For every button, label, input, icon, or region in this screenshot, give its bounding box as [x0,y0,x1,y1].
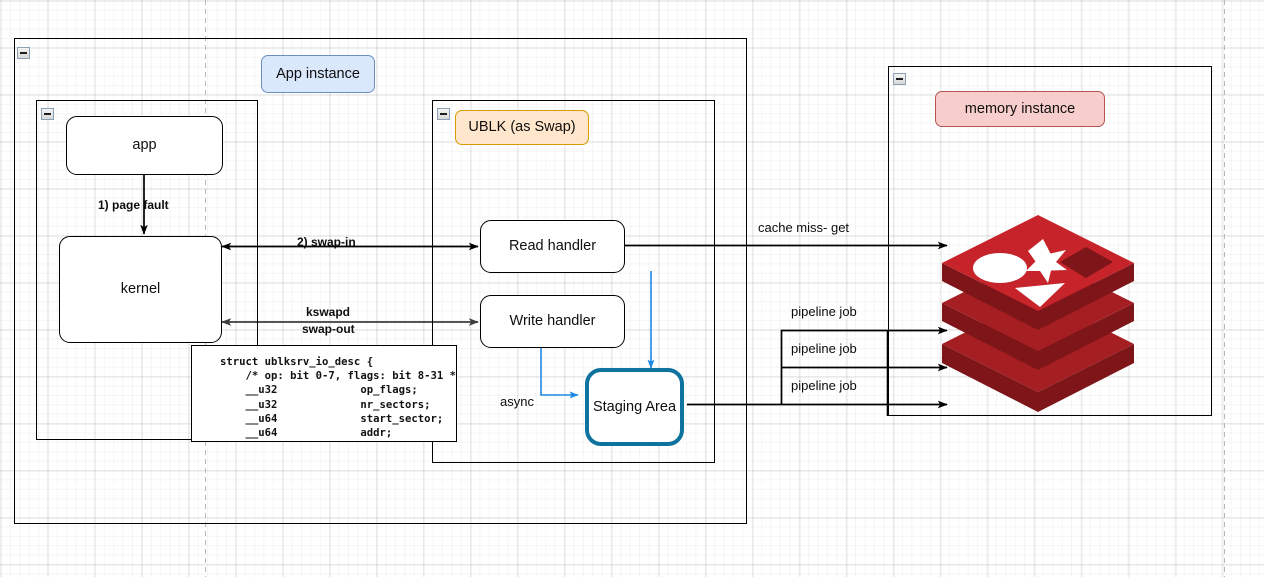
edge-label-pipeline-job-2: pipeline job [791,341,857,356]
edge-label-pipeline-job-1: pipeline job [791,304,857,319]
ublk-container[interactable] [432,100,715,463]
node-write-handler[interactable]: Write handler [480,295,625,348]
edge-label-page-fault: 1) page fault [98,198,169,212]
edge-label-swap-in: 2) swap-in [297,235,356,249]
app-instance-label[interactable]: App instance [261,55,375,93]
app-kernel-container[interactable] [36,100,258,440]
node-app[interactable]: app [66,116,223,175]
collapse-icon-app-instance[interactable] [17,47,30,59]
collapse-icon-app-kernel[interactable] [41,108,54,120]
edge-label-cache-miss-get: cache miss- get [758,220,850,235]
edge-label-swap-out: swap-out [302,322,355,336]
ublk-label[interactable]: UBLK (as Swap) [455,110,589,145]
memory-instance-label[interactable]: memory instance [935,91,1105,127]
node-kernel[interactable]: kernel [59,236,222,343]
memory-instance-container[interactable] [888,66,1212,416]
collapse-icon-memory-instance[interactable] [893,73,906,85]
node-read-handler[interactable]: Read handler [480,220,625,273]
app-instance-container[interactable] [14,38,747,524]
edge-label-async: async [500,394,534,409]
code-block-ublksrv-io-desc: struct ublksrv_io_desc { /* op: bit 0-7,… [191,345,457,442]
edge-label-pipeline-job-3: pipeline job [791,378,857,393]
edge-label-kswapd: kswapd [306,305,351,319]
node-staging-area[interactable]: Staging Area [585,368,684,446]
collapse-icon-ublk[interactable] [437,108,450,120]
